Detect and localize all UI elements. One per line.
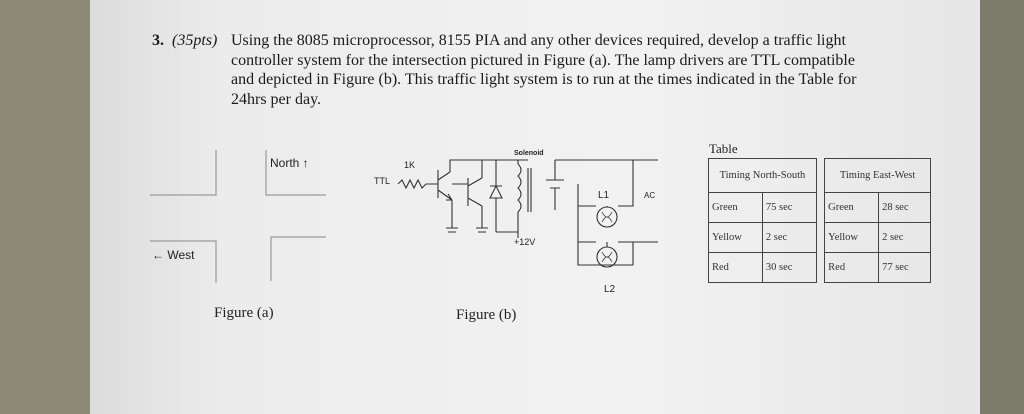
solenoid-label: Solenoid — [514, 150, 544, 157]
table-gap — [815, 192, 826, 223]
road-corner-top-right — [265, 150, 326, 196]
transistor-2 — [452, 177, 483, 207]
north-label: North ↑ — [270, 156, 309, 170]
table-row: Green 75 sec Green 28 sec — [708, 192, 931, 224]
question-text: Using the 8085 microprocessor, 8155 PIA … — [231, 31, 951, 109]
figure-a-caption: Figure (a) — [214, 305, 274, 321]
question-line: controller system for the intersection p… — [231, 51, 855, 69]
background-left — [0, 0, 92, 414]
ew-color-cell: Yellow — [824, 222, 880, 254]
ew-time-cell: 77 sec — [878, 252, 931, 283]
diode-symbol — [489, 160, 503, 232]
figure-a-intersection — [150, 150, 326, 283]
transistor-1 — [437, 170, 453, 201]
table-row: Red 30 sec Red 77 sec — [708, 252, 931, 283]
table-gap — [815, 158, 826, 193]
figure-b-caption: Figure (b) — [456, 307, 517, 323]
ns-color-cell: Red — [708, 252, 763, 283]
question-line: 24hrs per day. — [231, 90, 322, 108]
ac-label: AC — [644, 191, 655, 200]
table-gap — [815, 252, 826, 283]
road-corner-bottom-right — [270, 236, 326, 281]
question-number: 3. — [152, 32, 164, 49]
resistor-label: 1K — [404, 160, 415, 170]
l2-label: L2 — [604, 284, 616, 295]
ns-time-cell: 75 sec — [761, 192, 817, 224]
table-gap — [815, 222, 826, 253]
supply-label: +12V — [514, 237, 535, 247]
header-north-south: Timing North-South — [708, 157, 817, 194]
ew-time-cell: 2 sec — [878, 222, 931, 254]
ns-time-cell: 30 sec — [761, 252, 817, 283]
question-line: and depicted in Figure (b). This traffic… — [231, 71, 857, 88]
question-points: (35pts) — [172, 32, 218, 49]
table-title: Table — [709, 141, 738, 156]
ns-color-cell: Green — [708, 192, 763, 224]
ew-color-cell: Red — [824, 252, 880, 283]
figure-b-circuit: TTL 1K Solenoid +12V L1 AC L2 — [374, 150, 658, 295]
road-corner-bottom-left — [150, 240, 217, 283]
ns-color-cell: Yellow — [708, 222, 763, 254]
ew-color-cell: Green — [824, 192, 880, 224]
solenoid-coil — [517, 163, 522, 213]
table-row: Yellow 2 sec Yellow 2 sec — [708, 222, 931, 254]
ew-time-cell: 28 sec — [878, 192, 931, 224]
ns-time-cell: 2 sec — [761, 222, 817, 254]
l1-label: L1 — [598, 190, 610, 201]
header-east-west: Timing East-West — [824, 157, 931, 194]
table-header-row: Timing North-South Timing East-West — [708, 157, 931, 194]
west-label: ← West — [152, 248, 195, 262]
timing-table: Timing North-South Timing East-West Gree… — [708, 157, 931, 283]
question-line: Using the 8085 microprocessor, 8155 PIA … — [231, 32, 846, 49]
resistor-symbol — [397, 178, 438, 190]
ttl-label: TTL — [374, 176, 390, 186]
road-corner-top-left — [150, 150, 217, 196]
background-right — [974, 0, 1024, 414]
